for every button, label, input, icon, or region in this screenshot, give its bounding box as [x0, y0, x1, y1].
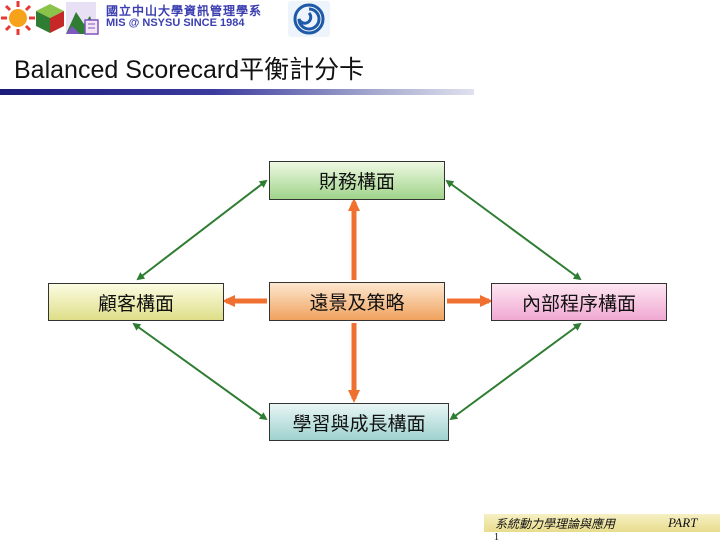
arrow-finance-internal: [445, 179, 582, 281]
footer-part-label: PART: [668, 515, 698, 530]
cube-logo-icon: [36, 4, 64, 33]
arrow-finance-customer: [136, 179, 268, 281]
footer-bar: [484, 514, 720, 532]
sun-logo-icon: [1, 1, 35, 35]
book-logo-icon: [84, 19, 99, 35]
logo-department-name: 國立中山大學資訊管理學系: [106, 4, 263, 18]
node-internal-process-perspective: 內部程序構面: [491, 283, 667, 321]
slide-title: Balanced Scorecard平衡計分卡: [14, 56, 365, 84]
swirl-logo-icon: [288, 1, 330, 37]
logo-tagline: MIS @ NSYSU SINCE 1984: [106, 17, 245, 29]
node-customer-perspective: 顧客構面: [48, 283, 224, 321]
node-vision-strategy: 遠景及策略: [269, 282, 445, 321]
page-number: 1: [494, 532, 499, 543]
node-learning-growth-perspective: 學習與成長構面: [269, 403, 449, 441]
arrow-internal-learning: [449, 322, 582, 421]
node-financial-perspective: 財務構面: [269, 161, 445, 200]
header: 國立中山大學資訊管理學系 MIS @ NSYSU SINCE 1984: [0, 0, 720, 44]
footer-course-title: 系統動力學理論與應用: [495, 517, 616, 531]
title-underline: [0, 89, 474, 95]
arrow-customer-learning: [132, 322, 268, 421]
